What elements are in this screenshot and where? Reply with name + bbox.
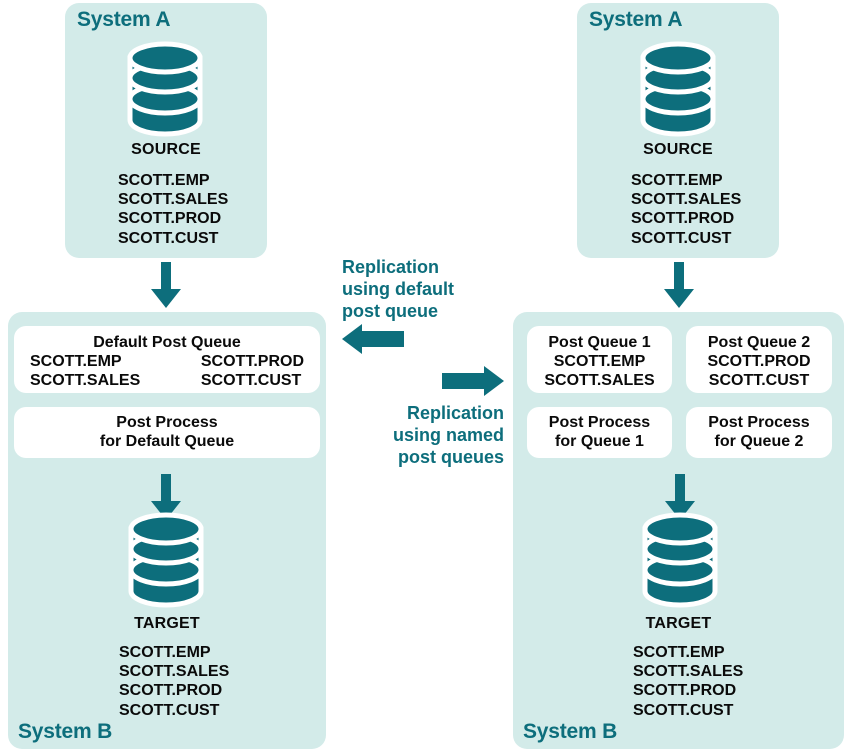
table-name: SCOTT.PROD (119, 682, 223, 700)
post-queue-2-box: Post Queue 2 SCOTT.PROD SCOTT.CUST (686, 326, 832, 393)
replication-named-label: Replication using named post queues (334, 402, 504, 468)
right-target-db-caption: TARGET (645, 615, 712, 632)
post-process-line1: Post Process (116, 414, 218, 431)
replication-default-line1: Replication (342, 257, 440, 277)
right-source-to-target-arrow-icon (664, 262, 694, 308)
post-queue-1-title: Post Queue 1 (548, 334, 651, 351)
table-name: SCOTT.CUST (633, 701, 734, 719)
table-name: SCOTT.EMP (553, 353, 646, 370)
post-queue-2-title: Post Queue 2 (707, 334, 811, 351)
right-target-panel-label: System B (523, 720, 618, 743)
replication-default-line2: using default (342, 279, 454, 299)
post-process-1-line1: Post Process (548, 414, 651, 431)
table-name: SCOTT.SALES (631, 191, 742, 209)
left-target-panel: Default Post Queue SCOTT.EMP SCOTT.SALES… (8, 312, 326, 749)
post-process-1-line2: for Queue 1 (555, 433, 644, 450)
right-source-table-list: SCOTT.EMP SCOTT.SALES SCOTT.PROD SCOTT.C… (631, 171, 741, 248)
table-name: SCOTT.EMP (119, 644, 211, 661)
right-target-table-list: SCOTT.EMP SCOTT.SALES SCOTT.PROD SCOTT.C… (633, 643, 743, 720)
post-process-2-line1: Post Process (708, 414, 810, 431)
table-name: SCOTT.CUST (708, 372, 810, 389)
replication-default-label: Replication using default post queue (342, 256, 454, 322)
post-process-2-line2: for Queue 2 (714, 433, 804, 450)
table-name: SCOTT.CUST (631, 229, 732, 247)
table-name: SCOTT.EMP (30, 353, 122, 370)
table-name: SCOTT.EMP (633, 644, 725, 661)
post-process-queue-2-box: Post Process for Queue 2 (686, 407, 832, 458)
default-post-queue-box: Default Post Queue SCOTT.EMP SCOTT.SALES… (14, 326, 320, 393)
right-source-db-caption: SOURCE (643, 141, 713, 158)
table-name: SCOTT.EMP (631, 172, 723, 189)
right-source-database-icon (638, 41, 718, 137)
table-name: SCOTT.CUST (119, 701, 220, 719)
post-queue-1-box: Post Queue 1 SCOTT.EMP SCOTT.SALES (527, 326, 672, 393)
table-name: SCOTT.SALES (30, 372, 141, 389)
replication-named-line3: post queues (397, 447, 504, 467)
queue-column-right: SCOTT.PROD SCOTT.CUST (201, 352, 304, 390)
left-target-table-list: SCOTT.EMP SCOTT.SALES SCOTT.PROD SCOTT.C… (119, 643, 229, 720)
left-target-panel-label: System B (18, 720, 113, 743)
left-process-to-target-arrow-icon (151, 474, 181, 520)
table-name: SCOTT.PROD (200, 353, 304, 370)
left-source-panel: System A SOURCE SCOTT.EMP SCOTT.SALES SC… (65, 3, 267, 258)
post-process-queue-1-box: Post Process for Queue 1 (527, 407, 672, 458)
right-source-panel-label: System A (589, 8, 683, 31)
post-process-line2: for Default Queue (99, 433, 235, 450)
table-name: SCOTT.EMP (118, 172, 210, 189)
queue-column-left: SCOTT.EMP SCOTT.SALES (30, 352, 140, 390)
replication-named-line1: Replication (406, 403, 504, 423)
left-source-to-target-arrow-icon (151, 262, 181, 308)
table-name: SCOTT.SALES (633, 663, 744, 681)
left-source-db-caption: SOURCE (131, 141, 201, 158)
replication-default-arrow-left-icon (342, 324, 404, 354)
table-name: SCOTT.CUST (118, 229, 219, 247)
default-post-process-box: Post Process for Default Queue (14, 407, 320, 458)
table-name: SCOTT.PROD (707, 353, 811, 370)
left-source-database-icon (125, 41, 205, 137)
table-name: SCOTT.PROD (631, 210, 735, 228)
default-post-queue-title: Default Post Queue (93, 334, 241, 351)
left-source-panel-label: System A (77, 8, 171, 31)
table-name: SCOTT.SALES (118, 191, 229, 209)
right-target-database-icon (640, 512, 720, 608)
replication-named-line2: using named (392, 425, 504, 445)
right-process-to-target-arrow-icon (665, 474, 695, 520)
left-target-database-icon (126, 512, 206, 608)
right-target-panel: Post Queue 1 SCOTT.EMP SCOTT.SALES Post … (513, 312, 844, 749)
table-name: SCOTT.SALES (544, 372, 655, 389)
table-name: SCOTT.CUST (200, 372, 302, 389)
left-target-db-caption: TARGET (134, 615, 200, 632)
table-name: SCOTT.SALES (119, 663, 230, 681)
replication-named-arrow-right-icon (442, 366, 504, 396)
table-name: SCOTT.PROD (633, 682, 737, 700)
replication-default-line3: post queue (342, 301, 439, 321)
table-name: SCOTT.PROD (118, 210, 222, 228)
right-source-panel: System A SOURCE SCOTT.EMP SCOTT.SALES SC… (577, 3, 779, 258)
default-post-queue-tables: SCOTT.EMP SCOTT.SALES SCOTT.PROD SCOTT.C… (14, 352, 320, 390)
left-source-table-list: SCOTT.EMP SCOTT.SALES SCOTT.PROD SCOTT.C… (118, 171, 228, 248)
